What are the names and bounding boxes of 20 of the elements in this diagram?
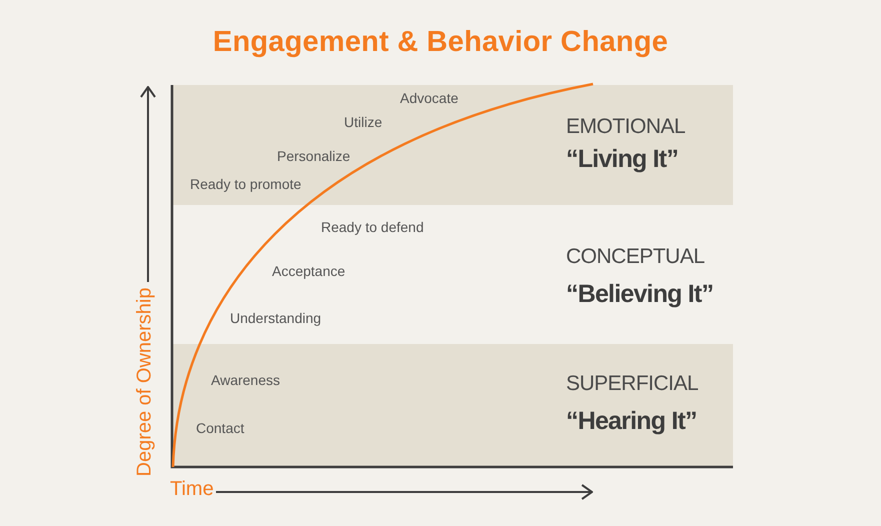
stage-label: Utilize bbox=[344, 114, 382, 130]
band-heading: EMOTIONAL bbox=[566, 115, 686, 139]
stage-label: Understanding bbox=[230, 310, 322, 326]
stage-label: Advocate bbox=[400, 90, 458, 106]
shaded-band bbox=[172, 85, 733, 205]
axis-label: Degree of Ownership bbox=[134, 288, 156, 476]
stage-label: Ready to defend bbox=[321, 219, 424, 235]
band-heading: SUPERFICIAL bbox=[566, 372, 698, 396]
stage-label: Personalize bbox=[277, 148, 350, 164]
stage-label: Awareness bbox=[211, 372, 280, 388]
band-quote: “Believing It” bbox=[566, 280, 714, 309]
stage-label: Ready to promote bbox=[190, 176, 302, 192]
band-quote: “Living It” bbox=[566, 145, 678, 174]
stage-label: Contact bbox=[196, 420, 244, 436]
shaded-band bbox=[172, 344, 733, 467]
axis-label: Time bbox=[170, 478, 214, 501]
band-heading: CONCEPTUAL bbox=[566, 245, 705, 269]
title: Engagement & Behavior Change bbox=[212, 26, 670, 59]
band-quote: “Hearing It” bbox=[566, 407, 697, 436]
stage-label: Acceptance bbox=[272, 263, 346, 279]
